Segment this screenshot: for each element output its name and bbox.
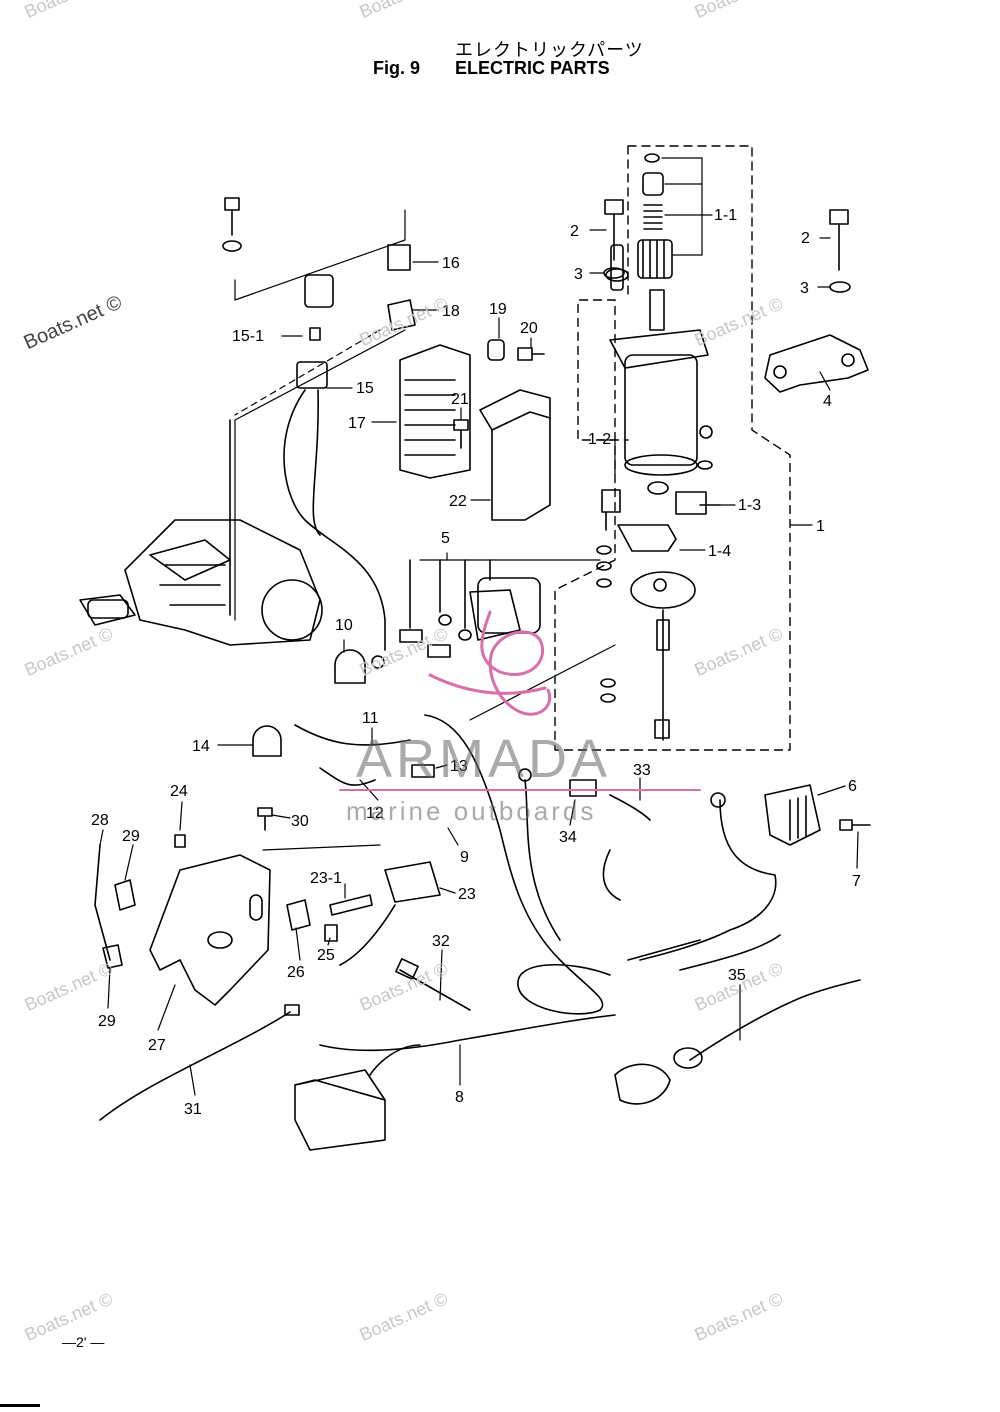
callout-33: 33 bbox=[633, 762, 651, 779]
regulator bbox=[710, 784, 871, 846]
callout-10: 10 bbox=[335, 617, 353, 634]
callout-15-1: 15-1 bbox=[232, 328, 264, 345]
callout-28: 28 bbox=[91, 812, 109, 829]
figure-number: Fig. 9 bbox=[373, 58, 421, 78]
engine-housing bbox=[79, 419, 323, 646]
callout-29a: 29 bbox=[122, 828, 140, 845]
callout-17: 17 bbox=[348, 415, 366, 432]
battery-and-cables bbox=[99, 958, 471, 1151]
bolts-and-washers bbox=[222, 197, 851, 293]
callout-30: 30 bbox=[291, 813, 309, 830]
footer-rule bbox=[0, 1404, 40, 1407]
callout-3a: 3 bbox=[574, 266, 583, 283]
callout-3b: 3 bbox=[800, 280, 809, 297]
brand-subtitle: marine outboards bbox=[346, 796, 597, 826]
callout-1-3: 1-3 bbox=[738, 497, 761, 514]
callout-1: 1 bbox=[816, 518, 825, 535]
callout-32: 32 bbox=[432, 933, 450, 950]
callout-24: 24 bbox=[170, 783, 188, 800]
plug-caps-and-leads bbox=[252, 649, 532, 786]
ignition-coil bbox=[399, 559, 541, 658]
small-fasteners bbox=[453, 339, 545, 449]
callout-35: 35 bbox=[728, 967, 746, 984]
callout-labels: 1 1-1 1-2 1-3 1-4 2 2 3 3 4 5 6 7 8 9 10… bbox=[91, 207, 861, 1118]
switches bbox=[569, 779, 703, 1105]
callout-20: 20 bbox=[520, 320, 538, 337]
callout-26: 26 bbox=[287, 964, 305, 981]
dashed-leader-lines bbox=[234, 209, 616, 851]
callout-21: 21 bbox=[451, 391, 469, 408]
callout-23: 23 bbox=[458, 886, 476, 903]
callout-25: 25 bbox=[317, 947, 335, 964]
page-number: —2' — bbox=[62, 1334, 105, 1350]
title-japanese: エレクトリックパーツ bbox=[455, 40, 644, 61]
callout-27: 27 bbox=[148, 1037, 166, 1054]
callout-12: 12 bbox=[366, 805, 384, 822]
figure-title: ELECTRIC PARTS bbox=[455, 58, 610, 78]
callout-16: 16 bbox=[442, 255, 460, 272]
callout-2b: 2 bbox=[801, 230, 810, 247]
rectifier-and-cover bbox=[296, 244, 551, 521]
callout-1-1: 1-1 bbox=[714, 207, 737, 224]
callout-31: 31 bbox=[184, 1101, 202, 1118]
callout-7: 7 bbox=[852, 873, 861, 890]
callout-14: 14 bbox=[192, 738, 210, 755]
callout-2a: 2 bbox=[570, 223, 579, 240]
callout-34: 34 bbox=[559, 829, 577, 846]
callout-9: 9 bbox=[460, 849, 469, 866]
callout-22: 22 bbox=[449, 493, 467, 510]
callout-8: 8 bbox=[455, 1089, 464, 1106]
starter-bracket bbox=[764, 334, 869, 393]
callout-23-1: 23-1 bbox=[310, 870, 342, 887]
callout-1-4: 1-4 bbox=[708, 543, 731, 560]
callout-4: 4 bbox=[823, 393, 832, 410]
callout-13: 13 bbox=[450, 758, 468, 775]
callout-6: 6 bbox=[848, 778, 857, 795]
brand-name: ARMADA bbox=[356, 729, 612, 789]
callout-5: 5 bbox=[441, 530, 450, 547]
callout-1-2: 1-2 bbox=[588, 431, 611, 448]
callout-15: 15 bbox=[356, 380, 374, 397]
switch-bracket bbox=[94, 807, 441, 1006]
starter-assembly-boundary bbox=[554, 145, 791, 751]
brand-logo-icon bbox=[428, 610, 552, 716]
callout-18: 18 bbox=[442, 303, 460, 320]
callout-11: 11 bbox=[362, 710, 379, 727]
callout-leaders bbox=[99, 157, 859, 1096]
callout-29b: 29 bbox=[98, 1013, 116, 1030]
callout-19: 19 bbox=[489, 301, 507, 318]
